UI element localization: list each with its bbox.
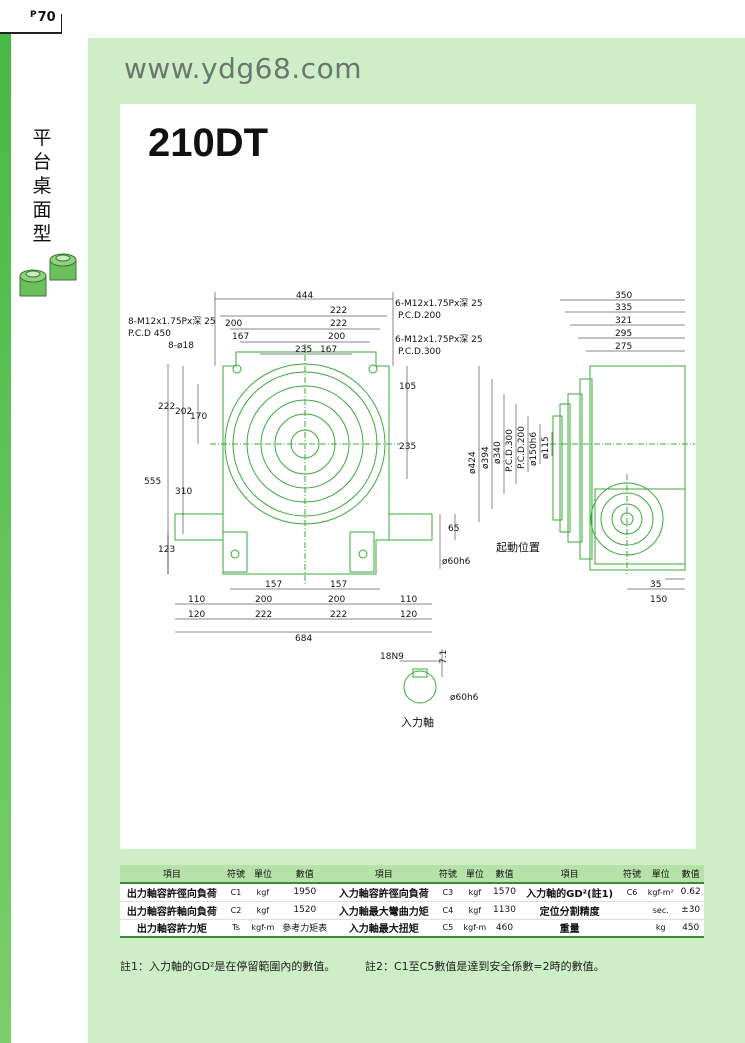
website-url: www.ydg68.com	[124, 52, 362, 85]
label-holes-outer: 8-M12x1.75Px深 25	[128, 316, 216, 327]
dim-side-350: 350	[615, 291, 632, 301]
front-view-body	[174, 351, 433, 575]
header-value: 數值	[489, 865, 520, 884]
dim-bottom-157-b: 157	[330, 580, 347, 590]
dim-top-200-b: 200	[328, 332, 345, 342]
header-symbol: 符號	[435, 865, 461, 884]
dim-left-202: 202	[175, 407, 192, 417]
dim-left-310: 310	[175, 487, 192, 497]
page-number-value: 70	[37, 10, 56, 25]
dim-left-170: 170	[190, 412, 207, 422]
dim-side-d150: ø150h6	[529, 432, 539, 466]
table-row: 出力軸容許軸向負荷 C2 kgf 1520 入力軸最大彎曲力矩 C4 kgf 1…	[120, 901, 704, 920]
header-item: 項目	[519, 865, 620, 884]
dim-top-235: 235	[295, 345, 312, 355]
dim-side-275: 275	[615, 342, 632, 352]
dim-key-width: 18N9	[380, 652, 404, 662]
dim-right-65: 65	[448, 524, 459, 534]
header-unit: 單位	[460, 865, 490, 884]
dim-top-222-a: 222	[330, 306, 347, 316]
dim-left-555: 555	[144, 477, 161, 487]
dim-side-321: 321	[615, 316, 632, 326]
dim-shaft-diameter: ø60h6	[450, 693, 479, 703]
dim-side-d394: ø394	[481, 446, 491, 469]
footnote-2: 註2：C1至C5數值是達到安全係數=2時的數值。	[365, 960, 605, 973]
header-symbol: 符號	[223, 865, 249, 884]
dim-side-d115: ø115	[541, 436, 551, 459]
dim-bottom-200-a: 200	[255, 595, 272, 605]
label-start-position: 起動位置	[496, 540, 540, 554]
header-symbol: 符號	[619, 865, 645, 884]
header-item: 項目	[331, 865, 436, 884]
dim-side-295: 295	[615, 329, 632, 339]
dim-bottom-110-a: 110	[188, 595, 205, 605]
dim-side-d340: ø340	[493, 441, 503, 464]
dim-right-shaft: ø60h6	[442, 557, 471, 567]
header-unit: 單位	[248, 865, 278, 884]
dim-bottom-222-a: 222	[255, 610, 272, 620]
page-rule	[0, 32, 62, 34]
label-holes-inner-pcd: P.C.D.300	[398, 347, 441, 357]
dim-side-pcd300: P.C.D.300	[505, 429, 515, 472]
header-unit: 單位	[644, 865, 678, 884]
table-row: 出力軸容許徑向負荷 C1 kgf 1950 入力軸容許徑向負荷 C3 kgf 1…	[120, 883, 704, 902]
header-value: 數值	[277, 865, 332, 884]
label-holes-inner: 6-M12x1.75Px深 25	[395, 334, 483, 345]
label-holes-mid-pcd: P.C.D.200	[398, 311, 441, 321]
label-holes-mid: 6-M12x1.75Px深 25	[395, 298, 483, 309]
dim-side-d424: ø424	[468, 451, 478, 474]
input-shaft-labels: 18N9 7.1 ø60h6 入力軸	[380, 650, 479, 729]
dim-side-150: 150	[650, 595, 667, 605]
side-color-strip	[0, 34, 11, 1043]
dim-bottom-120-a: 120	[188, 610, 205, 620]
dim-top-167-b: 167	[320, 345, 337, 355]
label-holes-corner: 8-ø18	[168, 341, 194, 351]
label-input-shaft: 入力軸	[401, 715, 434, 729]
spec-table: 項目 符號 單位 數值 項目 符號 單位 數值 項目 符號 單位 數值 出力軸容…	[120, 865, 704, 938]
dim-bottom-222-b: 222	[330, 610, 347, 620]
side-view-labels: 350 335 321 295 275 ø424 ø394 ø340 P.C.D…	[468, 291, 667, 605]
table-row: 出力軸容許力矩 Ts kgf-m 參考力矩表 入力軸最大扭矩 C5 kgf-m …	[120, 919, 704, 938]
side-category-title: 平台桌面型	[32, 127, 52, 245]
header-item: 項目	[120, 865, 224, 884]
model-title: 210DT	[148, 121, 269, 165]
dim-bottom-200-b: 200	[328, 595, 345, 605]
dim-side-35: 35	[650, 580, 661, 590]
dim-bottom-120-b: 120	[400, 610, 417, 620]
header-value: 數值	[677, 865, 704, 884]
product-thumbnail-icon	[19, 253, 77, 297]
page-rule-vertical	[61, 14, 62, 34]
dim-side-335: 335	[615, 303, 632, 313]
input-shaft-section	[403, 668, 437, 704]
side-view-body	[552, 365, 686, 571]
technical-drawing: 444 8-M12x1.75Px深 25 P.C.D 450 8-ø18 6-M…	[128, 291, 695, 729]
dim-key-depth: 7.1	[439, 650, 449, 664]
spec-table-header: 項目 符號 單位 數值 項目 符號 單位 數值 項目 符號 單位 數值	[120, 865, 704, 884]
front-view-labels: 444 8-M12x1.75Px深 25 P.C.D 450 8-ø18 6-M…	[128, 291, 483, 644]
label-holes-outer-pcd: P.C.D 450	[128, 329, 171, 339]
dim-bottom-157-a: 157	[265, 580, 282, 590]
dim-overall-684: 684	[295, 634, 312, 644]
dim-top-200-a: 200	[225, 319, 242, 329]
footnote-1: 註1：入力軸的GD²是在停留範圍內的數值。	[120, 960, 336, 973]
drawing-panel	[120, 104, 696, 849]
page-number: P70	[30, 10, 56, 25]
dim-top-222-b: 222	[330, 319, 347, 329]
dim-right-105: 105	[399, 382, 416, 392]
dim-left-123: 123	[158, 545, 175, 555]
dim-right-235: 235	[399, 442, 416, 452]
dim-bottom-110-b: 110	[400, 595, 417, 605]
dim-side-pcd200: P.C.D.200	[517, 426, 527, 469]
dim-top-167-a: 167	[232, 332, 249, 342]
dim-444: 444	[296, 291, 313, 301]
dim-left-222: 222	[158, 402, 175, 412]
